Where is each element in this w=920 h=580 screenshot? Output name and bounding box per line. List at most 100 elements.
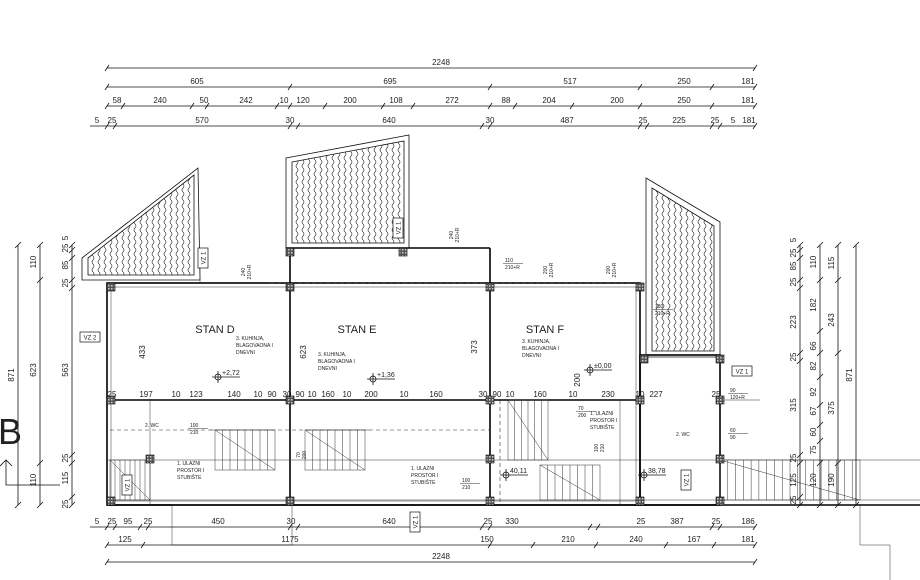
room-label-kitchen: DNEVNI — [318, 366, 337, 372]
stair-diagonal — [507, 399, 549, 461]
unit-title: STAN F — [526, 324, 565, 336]
opening-width: 200 — [543, 266, 549, 275]
dimension-label: 605 — [190, 77, 204, 86]
dimension-tick — [287, 83, 293, 91]
columns — [106, 247, 725, 506]
dimension-tick — [112, 122, 118, 130]
opening-height: 210+R — [549, 262, 555, 277]
window-tag-box — [409, 511, 421, 533]
dimension-tick — [834, 501, 842, 509]
opening-width: 100 — [594, 444, 600, 453]
dimension-label: 90 — [268, 390, 277, 399]
dimension-label: 30 — [486, 116, 495, 125]
dimension-label: 10 — [172, 390, 181, 399]
dimension-label: 517 — [563, 77, 577, 86]
dimension-label: 200 — [343, 96, 357, 105]
column — [485, 454, 495, 464]
dimension-tick — [287, 122, 293, 130]
dimension-tick — [717, 122, 723, 130]
dimension-label: 110 — [29, 473, 38, 486]
dimension-tick — [140, 541, 146, 549]
opening-width: 90 — [730, 388, 736, 394]
dimension-tick — [717, 523, 723, 531]
dimension-tick — [816, 349, 824, 357]
window-tag: VZ 1 — [731, 365, 753, 377]
dimension-tick — [479, 122, 485, 130]
window-tag: VZ 1 — [680, 469, 692, 491]
dimension-label: 60 — [809, 427, 818, 436]
dimension-tick — [796, 493, 804, 501]
column — [635, 496, 645, 506]
dimension-label: 640 — [382, 116, 396, 125]
opening-width: 240 — [449, 231, 455, 240]
room-label-wc: 2. WC — [145, 423, 159, 429]
dimension-label: 210 — [561, 535, 575, 544]
column — [485, 282, 495, 292]
terrace-f — [645, 177, 721, 358]
dimension-label: 181 — [741, 535, 755, 544]
dimension-label: 181 — [741, 77, 755, 86]
stair-diagonal — [304, 429, 366, 471]
room-label-kitchen: 3. KUHINJA, — [318, 352, 346, 358]
room-label-entrance: 1. ULAZNI — [177, 461, 200, 467]
dimension-tick — [68, 451, 76, 459]
window-tag-box — [731, 365, 753, 377]
dimension-label: 108 — [389, 96, 403, 105]
room-label-wc: 2. WC — [676, 432, 690, 438]
dimension-tick — [104, 541, 110, 549]
dimension-tick — [14, 501, 22, 509]
dimension-tick — [834, 276, 842, 284]
column — [398, 247, 408, 257]
opening-height: 210+R — [655, 311, 670, 317]
dimension-label: 2248 — [432, 58, 450, 67]
dimension-tick — [637, 83, 643, 91]
dimension-tick — [816, 401, 824, 409]
dimension-label: 25 — [61, 278, 70, 287]
window-tag: VZ 1 — [409, 511, 421, 533]
dimension-tick — [68, 254, 76, 262]
dimension-tick — [104, 102, 110, 110]
column — [715, 395, 725, 405]
dimension-label: 10 — [254, 390, 263, 399]
dimension-tick — [137, 523, 143, 531]
dimension-label: 90 — [296, 390, 305, 399]
dimension-label: 387 — [670, 517, 684, 526]
column — [285, 496, 295, 506]
column — [639, 354, 649, 364]
dimension-tick — [145, 523, 151, 531]
dimension-label: 25 — [711, 116, 720, 125]
dimension-label: 373 — [470, 340, 479, 354]
dimension-label: 120 — [296, 96, 310, 105]
opening-height: 210 — [462, 485, 471, 491]
dimension-tick — [322, 102, 328, 110]
room-label-entrance: PROSTOR I — [177, 468, 204, 474]
dimension-tick — [68, 246, 76, 254]
dimension-tick — [796, 246, 804, 254]
dimension-label: 200 — [364, 390, 378, 399]
dimension-tick — [796, 349, 804, 357]
dimension-label: 167 — [687, 535, 701, 544]
dimension-tick — [104, 83, 110, 91]
dimension-tick — [816, 421, 824, 429]
terrace-e — [285, 134, 410, 249]
dimension-tick — [796, 501, 804, 509]
dimension-label: 10 — [343, 390, 352, 399]
dimension-tick — [834, 349, 842, 357]
dimension-label: 25 — [712, 517, 721, 526]
dimension-tick — [637, 102, 643, 110]
dimension-label: 110 — [809, 255, 818, 268]
dimension-label: 330 — [505, 517, 519, 526]
window-tag-box — [121, 474, 133, 496]
opening-width: 240 — [241, 268, 247, 277]
dimension-label: 66 — [809, 341, 818, 350]
dimension-tick — [530, 541, 536, 549]
dimension-label: 123 — [189, 390, 203, 399]
dimension-label: 120 — [809, 473, 818, 487]
dimension-tick — [796, 284, 804, 292]
dimension-label: 140 — [227, 390, 241, 399]
dimension-label: 50 — [200, 96, 209, 105]
window-tag-box — [197, 247, 209, 269]
dimension-tick — [796, 241, 804, 249]
dimension-label: 75 — [809, 445, 818, 454]
unit-title: STAN E — [338, 324, 377, 336]
